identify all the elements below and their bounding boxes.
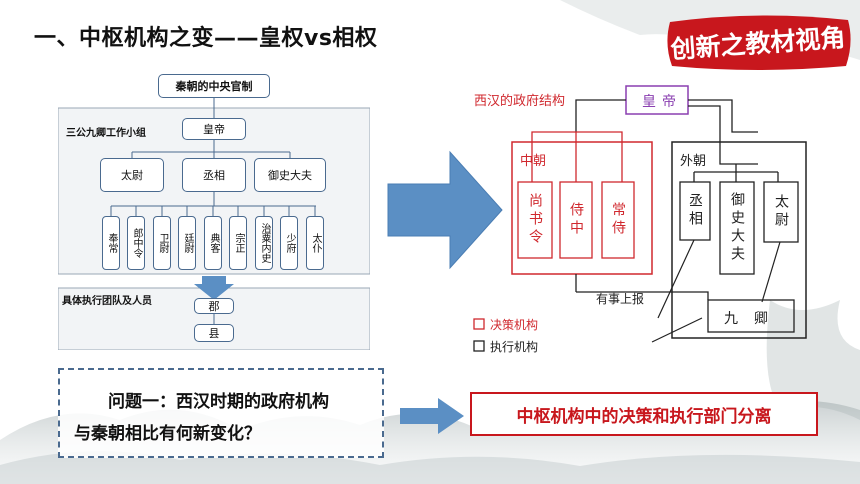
question-line-2: 与秦朝相比有何新变化？ xyxy=(74,424,261,444)
answer-box: 中枢机构中的决策和执行部门分离 xyxy=(470,392,818,436)
han-chart-lines xyxy=(473,85,807,352)
outer-official: 太尉 xyxy=(773,194,789,230)
qin-duke-box: 御史大夫 xyxy=(254,158,326,192)
textbook-perspective-badge: 创新之教材视角 xyxy=(667,15,851,71)
western-han-government-chart: 西汉的政府结构 皇帝 中朝 尚书令 侍中 常侍 外朝 丞相 御史大夫 太尉 有事… xyxy=(462,72,814,358)
legend-execution-label: 执行机构 xyxy=(490,340,539,354)
han-nine-ministers-label: 九卿 xyxy=(724,311,784,327)
qin-minister-box: 治粟内史 xyxy=(255,216,273,270)
qin-duke-box: 丞相 xyxy=(182,158,246,192)
legend-decision-label: 决策机构 xyxy=(490,318,539,332)
han-chart-title: 西汉的政府结构 xyxy=(474,94,566,109)
inner-court-label: 中朝 xyxy=(520,154,547,169)
inner-official: 侍中 xyxy=(568,202,584,238)
outer-official: 御史大夫 xyxy=(729,192,745,264)
question-box: 问题一：西汉时期的政府机构 与秦朝相比有何新变化？ xyxy=(58,368,384,458)
answer-arrow xyxy=(400,398,464,434)
qin-minister-box: 少府 xyxy=(280,216,298,270)
qin-duke-box: 太尉 xyxy=(100,158,164,192)
qin-emperor-box: 皇帝 xyxy=(182,118,246,140)
transition-arrow xyxy=(387,150,503,270)
qin-minister-box: 太仆 xyxy=(306,216,324,270)
outer-court-label: 外朝 xyxy=(680,154,707,169)
qin-top-label: 秦朝的中央官制 xyxy=(158,74,270,98)
qin-minister-box: 典客 xyxy=(204,216,222,270)
qin-minister-box: 郎中令 xyxy=(127,216,145,270)
report-label: 有事上报 xyxy=(596,292,645,306)
han-emperor-label: 皇帝 xyxy=(642,94,682,110)
qin-minister-box: 宗正 xyxy=(229,216,247,270)
qin-minister-box: 廷尉 xyxy=(178,216,196,270)
qin-minister-box: 奉常 xyxy=(102,216,120,270)
slide-title: 一、中枢机构之变——皇权vs相权 xyxy=(34,26,378,51)
inner-official: 尚书令 xyxy=(527,193,543,247)
qin-county-box: 县 xyxy=(194,324,234,342)
question-line-1: 问题一：西汉时期的政府机构 xyxy=(108,392,329,412)
qin-commandery-box: 郡 xyxy=(194,298,234,314)
outer-official: 丞相 xyxy=(687,193,703,229)
qin-central-government-chart: 秦朝的中央官制 三公九卿工作小组 皇帝 太尉 丞相 御史大夫 奉常 郎中令 卫尉… xyxy=(58,72,370,350)
inner-official: 常侍 xyxy=(610,202,626,238)
qin-exec-label: 具体执行团队及人员 xyxy=(62,296,152,307)
qin-minister-box: 卫尉 xyxy=(153,216,171,270)
qin-group-label: 三公九卿工作小组 xyxy=(66,128,146,139)
